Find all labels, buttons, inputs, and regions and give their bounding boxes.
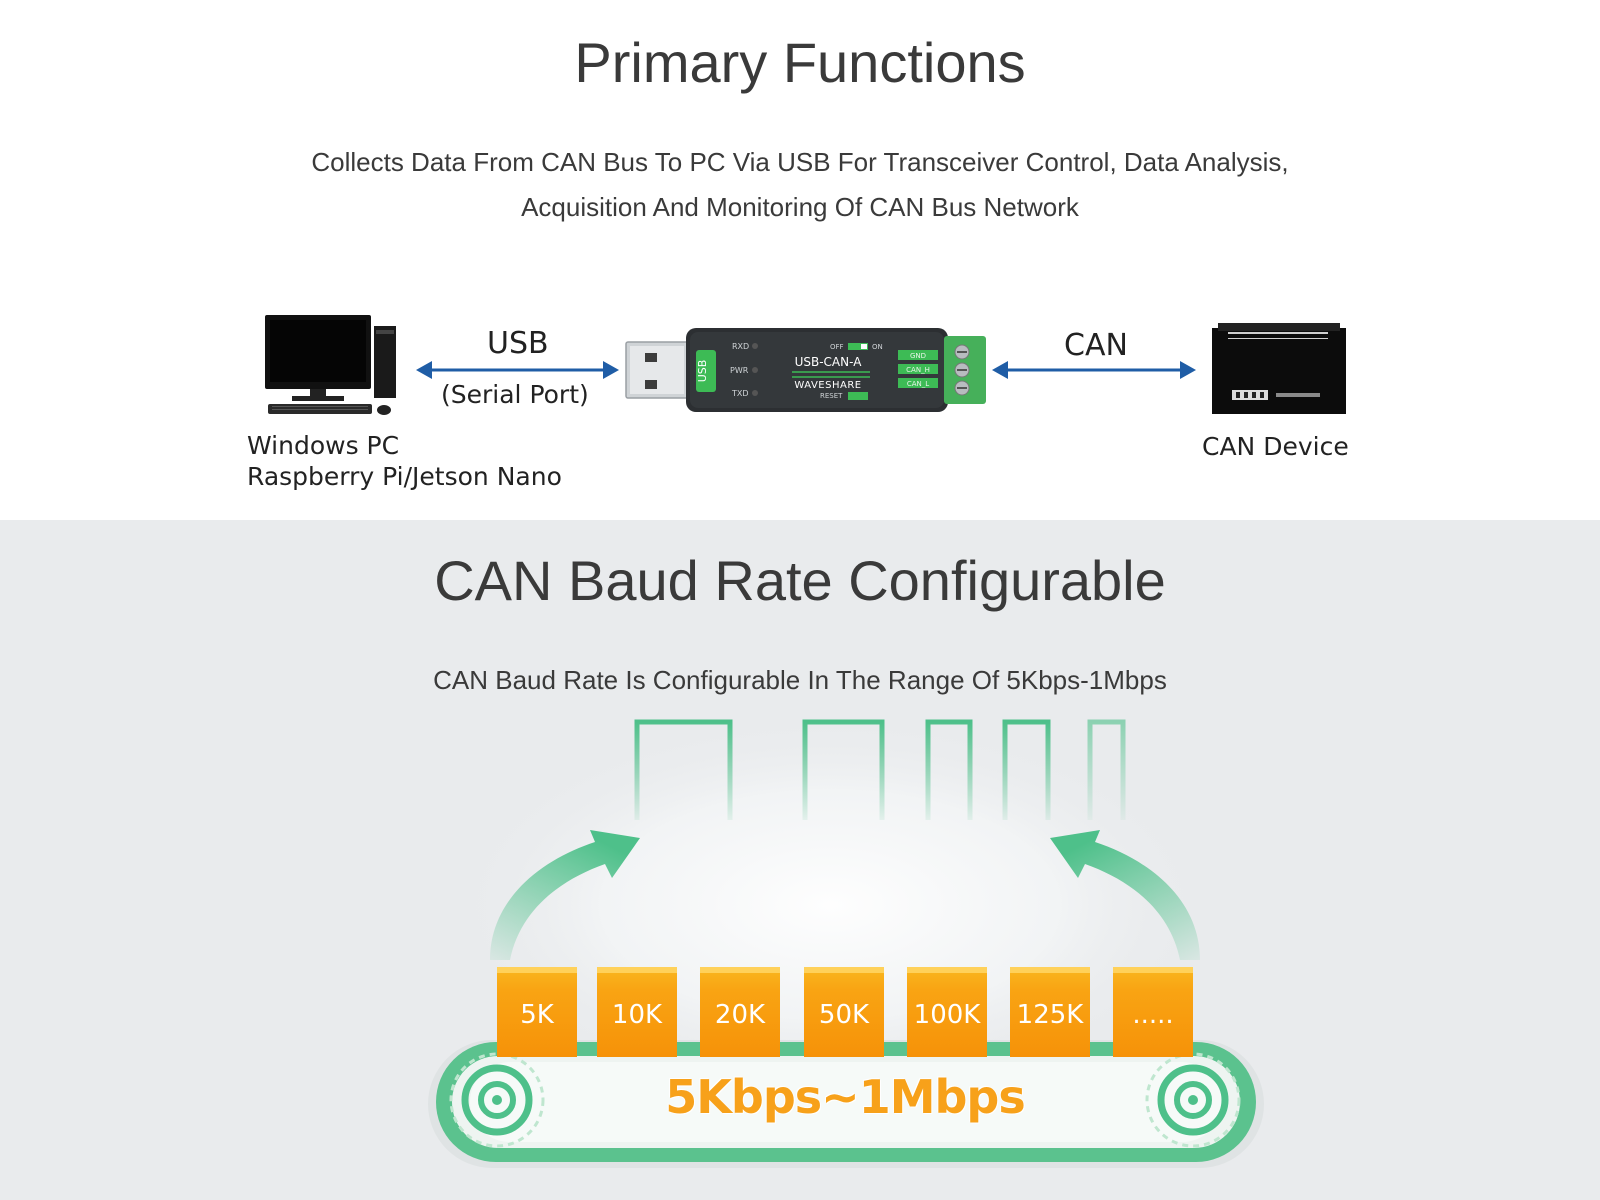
serial-port-label: (Serial Port) bbox=[441, 380, 589, 409]
pc-label-line1: Windows PC bbox=[247, 431, 400, 460]
module-rxd-label: RXD bbox=[732, 342, 749, 351]
primary-functions-section: Primary Functions Collects Data From CAN… bbox=[0, 0, 1600, 520]
module-reset-label: RESET bbox=[820, 392, 843, 400]
can-device-label: CAN Device bbox=[1202, 432, 1349, 461]
usb-label: USB bbox=[487, 326, 549, 361]
can-label: CAN bbox=[1064, 328, 1128, 363]
rate-chip-5k: 5K bbox=[497, 967, 577, 1057]
primary-functions-subtitle-line2: Acquisition And Monitoring Of CAN Bus Ne… bbox=[521, 192, 1079, 222]
rate-chip-100k: 100K bbox=[907, 967, 987, 1057]
square-wave-signal bbox=[634, 719, 1126, 820]
module-txd-label: TXD bbox=[731, 389, 749, 398]
baud-range-label: 5Kbps~1Mbps bbox=[665, 1070, 1025, 1124]
right-gear-icon bbox=[1145, 1052, 1241, 1148]
can-double-arrow bbox=[992, 361, 1196, 379]
primary-functions-title: Primary Functions bbox=[574, 31, 1026, 94]
baud-rate-subtitle: CAN Baud Rate Is Configurable In The Ran… bbox=[433, 665, 1167, 695]
usb-double-arrow bbox=[416, 361, 619, 379]
can-device-icon bbox=[1212, 323, 1346, 414]
rate-chip-20k: 20K bbox=[700, 967, 780, 1057]
baud-rate-title: CAN Baud Rate Configurable bbox=[434, 549, 1166, 612]
module-can-h-label: CAN_H bbox=[906, 366, 930, 374]
module-can-l-label: CAN_L bbox=[907, 380, 929, 388]
usb-can-a-module-image: USB RXD PWR TXD OFF ON USB-CAN-A WAVESHA… bbox=[625, 328, 986, 412]
pc-label-line2: Raspberry Pi/Jetson Nano bbox=[247, 462, 562, 491]
module-brand-label: WAVESHARE bbox=[794, 380, 861, 391]
left-curved-arrow bbox=[490, 830, 640, 960]
module-usb-tag: USB bbox=[696, 360, 709, 383]
windows-pc-icon bbox=[265, 315, 396, 415]
primary-functions-subtitle-line1: Collects Data From CAN Bus To PC Via USB… bbox=[311, 147, 1289, 177]
module-gnd-label: GND bbox=[910, 352, 926, 360]
rate-chip-125k: 125K bbox=[1010, 967, 1090, 1057]
module-name-label: USB-CAN-A bbox=[795, 355, 863, 369]
module-pwr-label: PWR bbox=[730, 366, 749, 375]
rate-chip-10k: 10K bbox=[597, 967, 677, 1057]
signal-ticks bbox=[454, 710, 1296, 790]
module-off-label: OFF bbox=[830, 343, 844, 351]
module-on-label: ON bbox=[872, 343, 883, 351]
conveyor-belt bbox=[428, 1040, 1264, 1168]
rate-chip-50k: 50K bbox=[804, 967, 884, 1057]
left-gear-icon bbox=[449, 1052, 545, 1148]
rate-chip-more: ..... bbox=[1113, 967, 1193, 1057]
right-curved-arrow bbox=[1050, 830, 1200, 960]
connection-diagram: USB RXD PWR TXD OFF ON USB-CAN-A WAVESHA… bbox=[265, 315, 1346, 415]
